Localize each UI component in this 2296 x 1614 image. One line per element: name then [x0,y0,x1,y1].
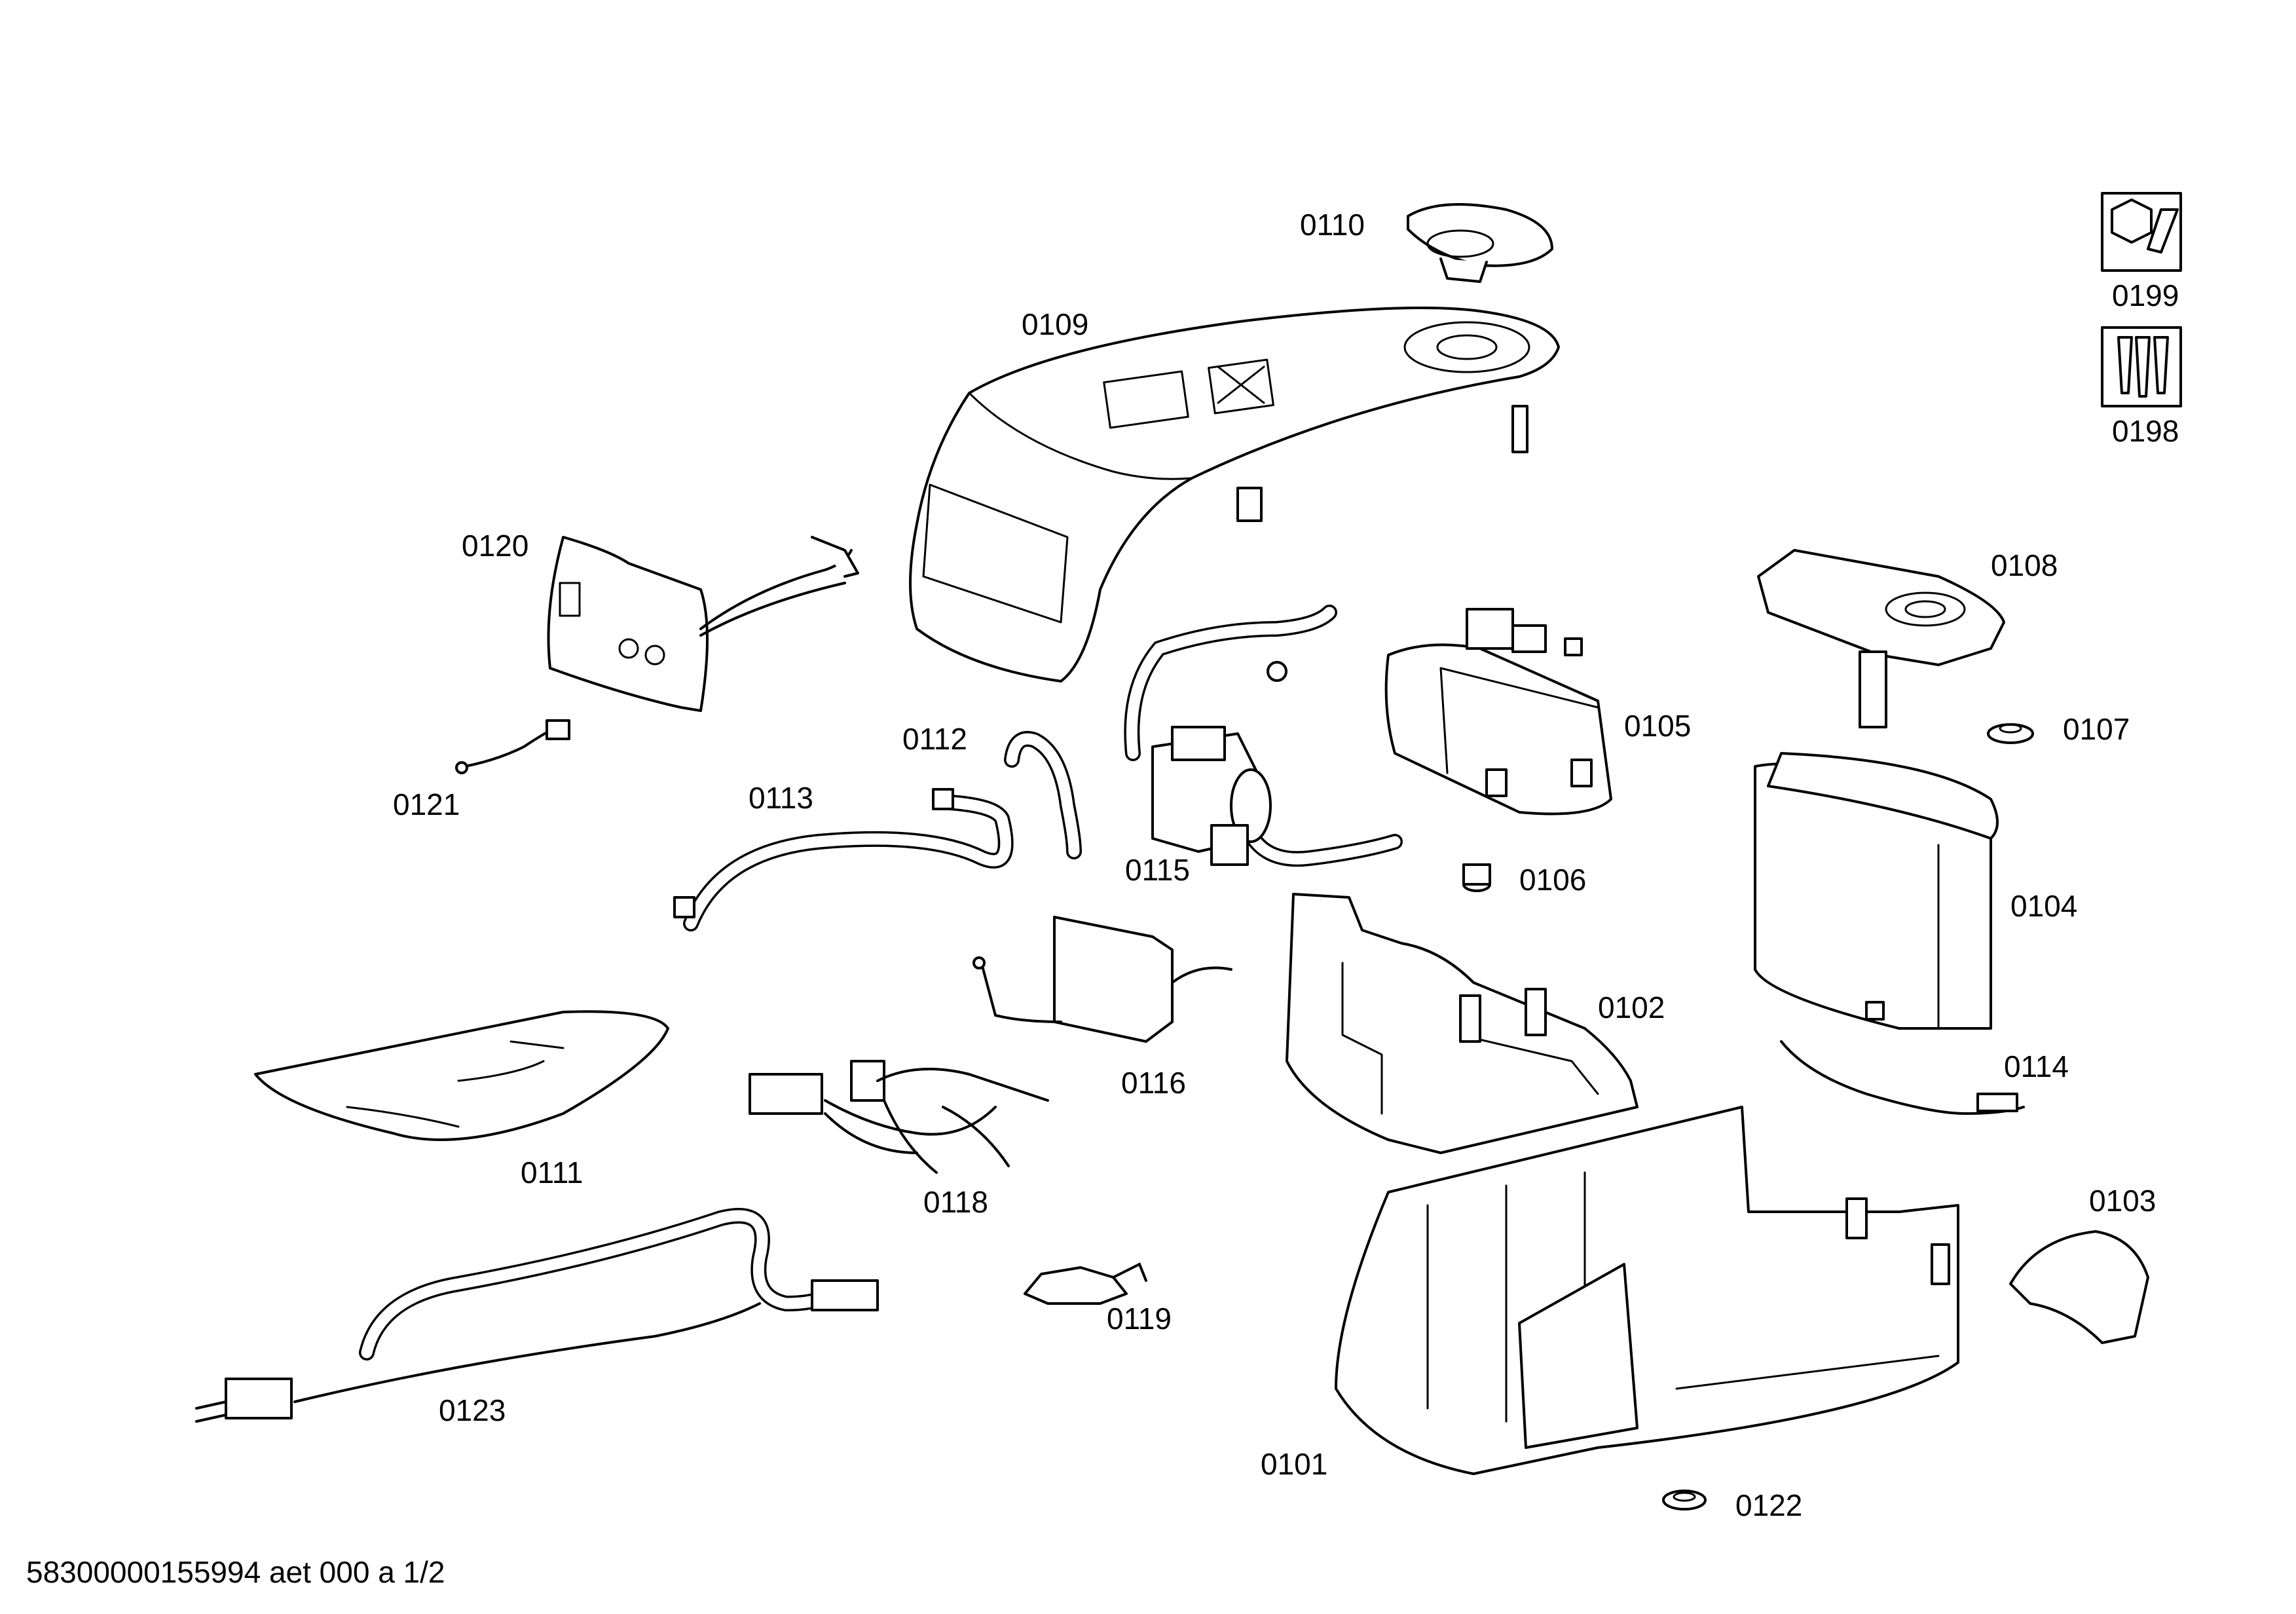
label-0198: 0198 [2112,414,2179,448]
label-0114: 0114 [2004,1049,2069,1083]
part-0115-pump [1124,605,1403,867]
label-0118: 0118 [923,1185,988,1219]
part-0109-top-housing [909,307,1560,683]
part-0111-sole-plate [254,1010,669,1141]
label-0119: 0119 [1107,1302,1172,1336]
label-0104: 0104 [2010,889,2078,923]
label-0110: 0110 [1300,208,1365,242]
label-0101: 0101 [1261,1447,1328,1481]
label-0115: 0115 [1125,853,1190,887]
label-0199: 0199 [2112,278,2179,312]
label-0106: 0106 [1519,863,1587,897]
screws-icon [2101,326,2182,407]
wrench-nut-icon [2101,192,2182,272]
part-0113-hose [673,788,1014,931]
label-0108: 0108 [1991,548,2058,582]
label-0107: 0107 [2063,712,2130,746]
part-0107-ring [1987,723,2034,744]
part-0116-board [972,916,1232,1043]
part-0104-container [1754,752,1999,1030]
part-0106-plug [1462,863,1491,892]
part-0112-short-hose [1004,731,1082,859]
part-0121-sensor-wire [455,719,570,774]
label-0121: 0121 [393,787,460,821]
document-id: 58300000155994 aet 000 a 1/2 [26,1555,445,1589]
part-0110-cap [1407,203,1553,283]
part-0122-ring [1662,1490,1707,1511]
label-0112: 0112 [902,722,967,756]
part-0123-power-cord [195,1208,879,1423]
label-0105: 0105 [1624,709,1692,743]
part-0101-base [1335,1106,1959,1475]
part-0120-control-panel [547,536,859,712]
label-0122: 0122 [1735,1488,1803,1522]
part-0108-base-plate [1757,549,2005,728]
label-0113: 0113 [749,781,813,815]
label-0111: 0111 [521,1155,583,1190]
label-0102: 0102 [1598,990,1665,1024]
label-0109: 0109 [1022,307,1089,341]
label-0123: 0123 [439,1393,506,1427]
part-0119-switch [1024,1262,1147,1305]
label-0120: 0120 [462,529,529,563]
part-0103-handle [2009,1230,2149,1344]
label-0116: 0116 [1121,1066,1186,1100]
label-0103: 0103 [2089,1184,2157,1218]
part-0105-tank [1384,608,1612,816]
part-0102-lower-housing [1286,893,1639,1154]
part-0118-wiring-harness [749,1060,1049,1174]
part-0114-wire [1780,1040,2025,1116]
